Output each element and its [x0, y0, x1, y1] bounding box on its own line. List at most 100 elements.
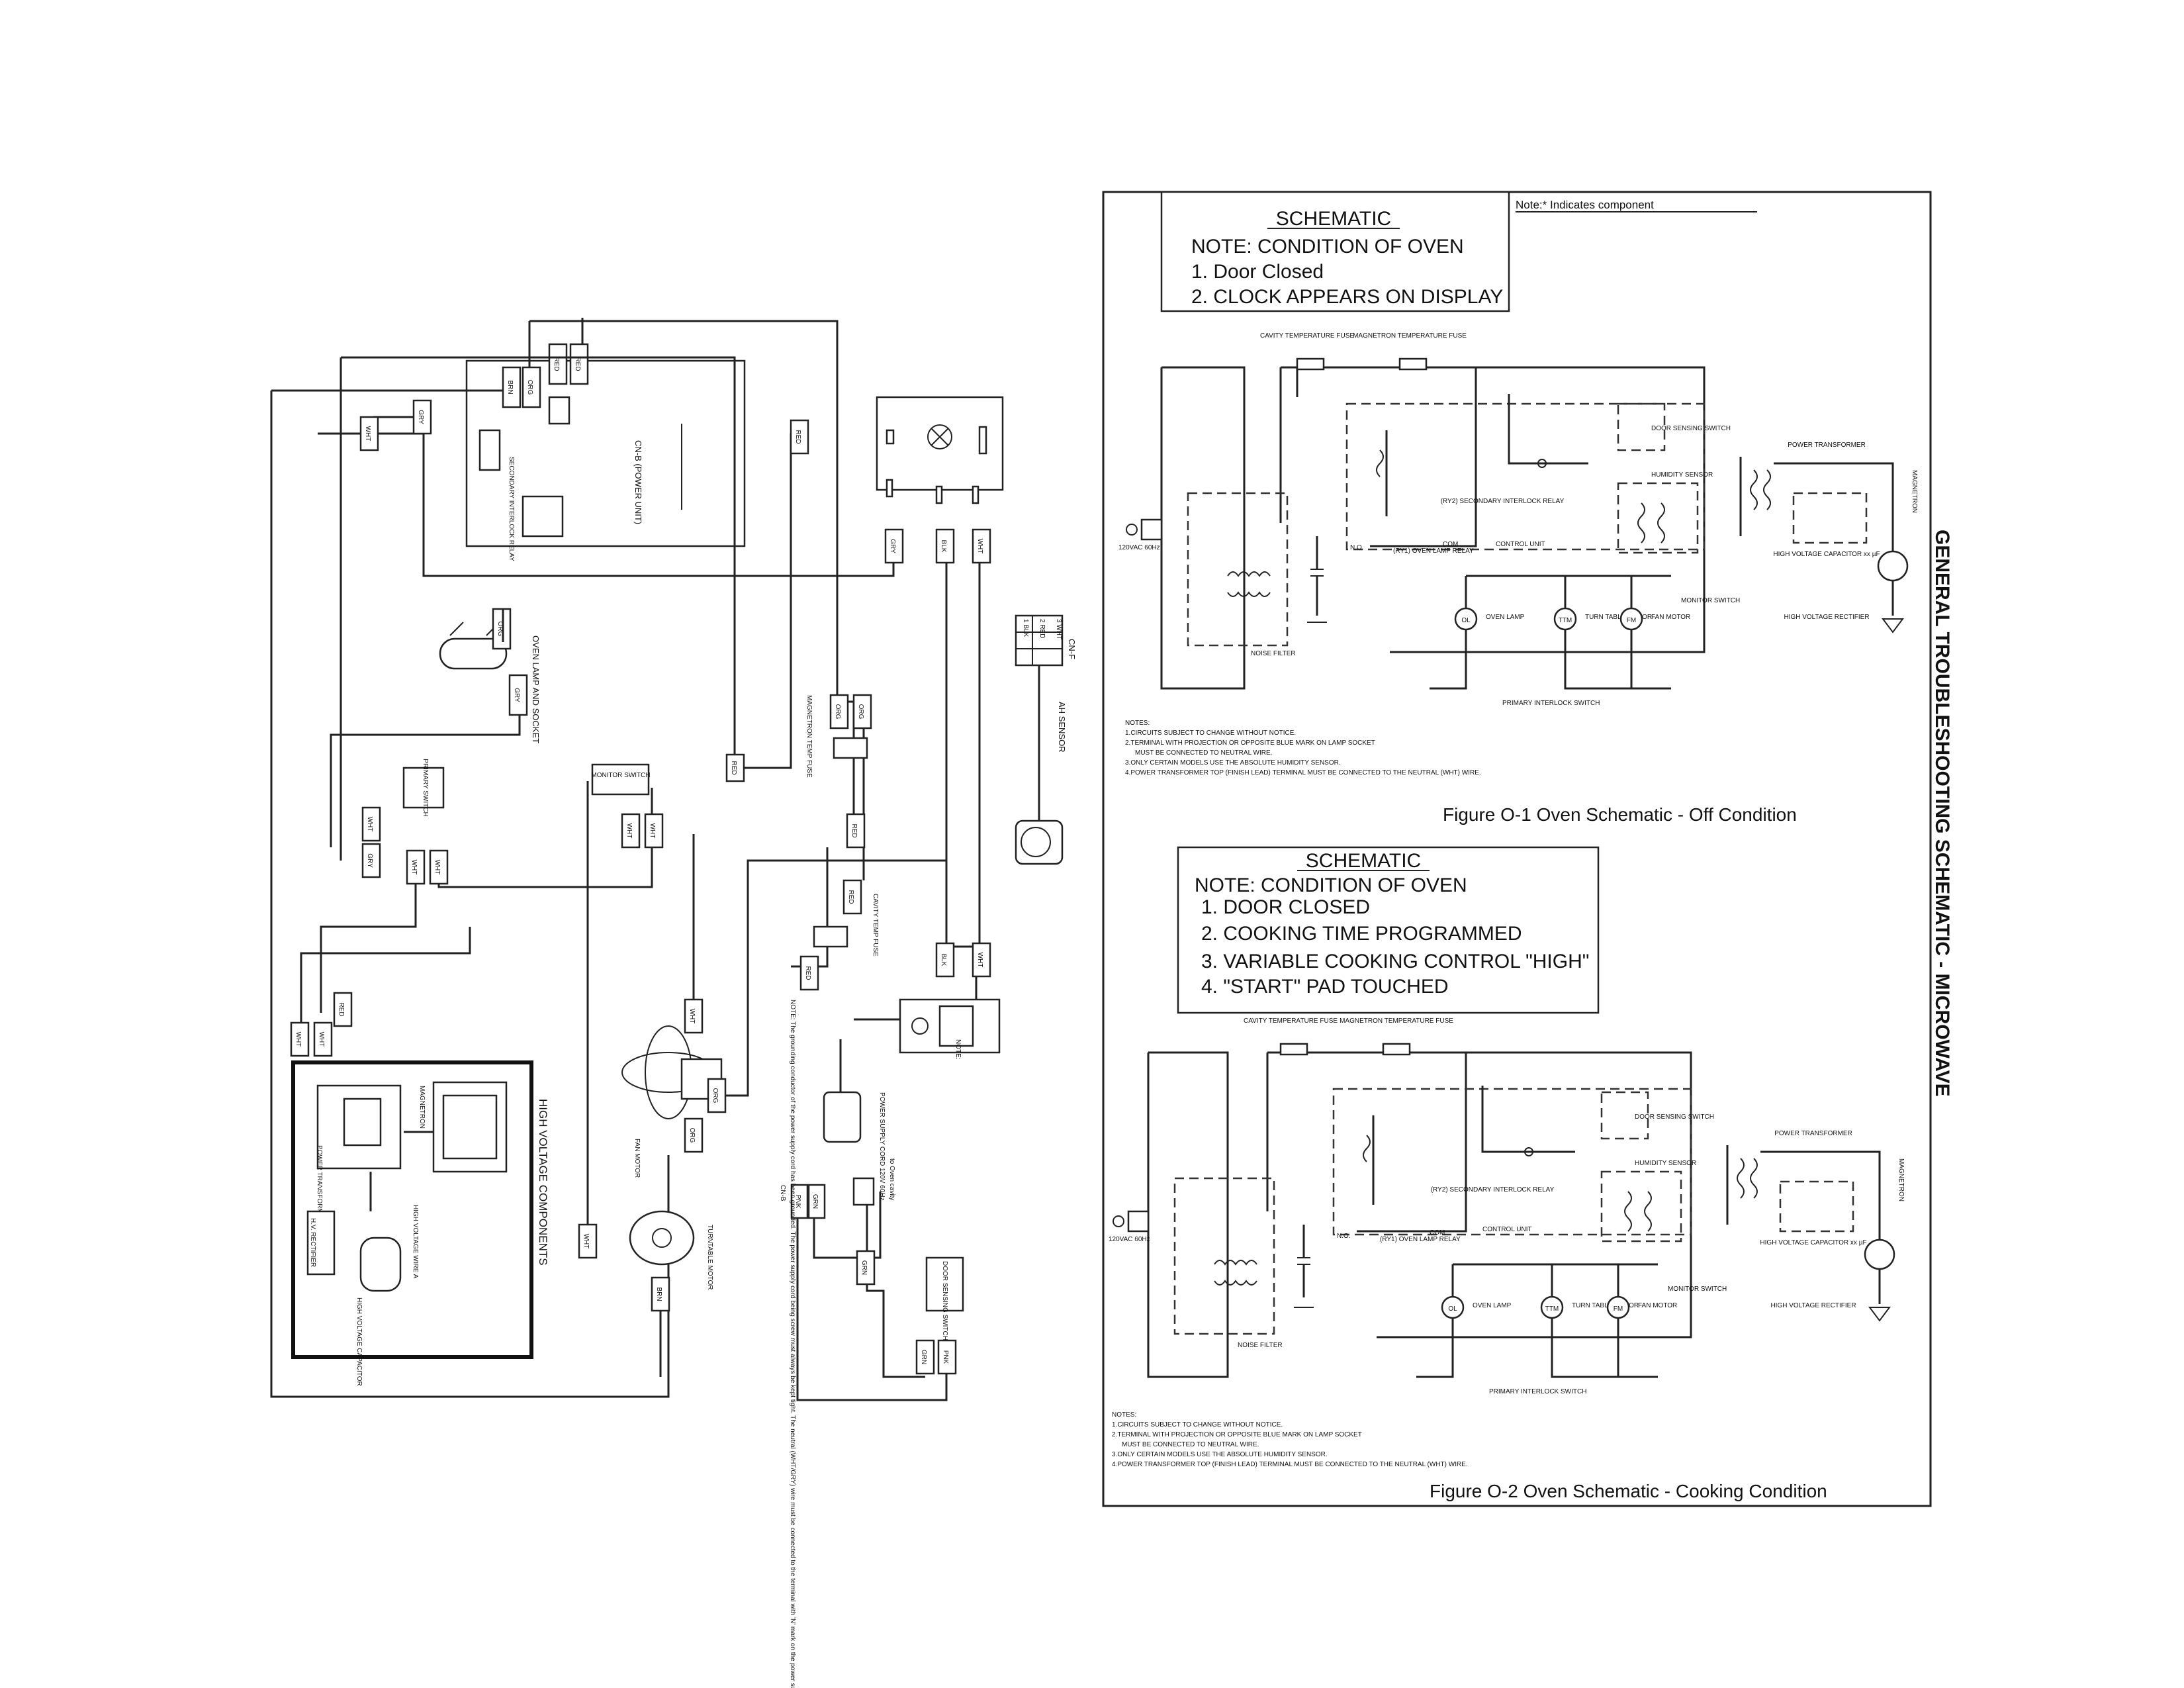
cord-note: NOTE: — [954, 1039, 962, 1060]
cavity-temp-fuse-label: CAVITY TEMP FUSE — [872, 894, 879, 957]
fig2-hv-cap-label: HIGH VOLTAGE CAPACITOR xx µF — [1760, 1239, 1866, 1246]
fig1-note-box — [1160, 191, 1510, 312]
fig1-line-2: 2. CLOCK APPEARS ON DISPLAY — [1191, 286, 1503, 308]
fig1-note-2: 2.TERMINAL WITH PROJECTION OR OPPOSITE B… — [1125, 739, 1375, 747]
fig2-note-4: 3.ONLY CERTAIN MODELS USE THE ABSOLUTE H… — [1112, 1451, 1328, 1458]
svg-text:PNK: PNK — [794, 1195, 801, 1209]
fig2-no-label: N.O. — [1337, 1233, 1351, 1240]
fig2-note-box — [1177, 846, 1600, 1014]
magnetron: MAGNETRON — [418, 1081, 508, 1173]
fig2-control-unit-label: CONTROL UNIT — [1482, 1226, 1532, 1233]
svg-text:GRN: GRN — [811, 1194, 819, 1209]
magnetron-temp-fuse: ORG ORG MAGNETRON TEMP FUSE RED — [805, 694, 872, 849]
svg-text:WHT: WHT — [410, 860, 418, 875]
to-oven-cavity-label: to Oven cavity — [888, 1158, 895, 1200]
magnetron-label: MAGNETRON — [418, 1086, 426, 1129]
fig1-monitor-label: MONITOR SWITCH — [1681, 597, 1740, 604]
connector-brn — [502, 366, 522, 408]
fig2-box-title: SCHEMATIC — [1306, 850, 1421, 872]
fig1-note-1: 1.CIRCUITS SUBJECT TO CHANGE WITHOUT NOT… — [1125, 729, 1296, 737]
svg-text:ORG: ORG — [857, 704, 864, 720]
fan-motor: WHT ORG ORG FAN MOTOR — [621, 998, 727, 1178]
high-voltage-box — [291, 1060, 533, 1359]
fig2-line-2: 2. COOKING TIME PROGRAMMED — [1201, 923, 1522, 945]
svg-text:WHT: WHT — [582, 1234, 590, 1249]
fig1-hv-rectifier-label: HIGH VOLTAGE RECTIFIER — [1784, 614, 1869, 621]
fig1-notes-title: NOTES: — [1125, 720, 1150, 727]
svg-text:WHT: WHT — [366, 817, 373, 832]
svg-text:RED: RED — [794, 430, 801, 444]
fig2-primary-label: PRIMARY INTERLOCK SWITCH — [1489, 1388, 1586, 1395]
fig2-hv-rectifier-label: HIGH VOLTAGE RECTIFIER — [1770, 1302, 1856, 1309]
fig1-magnetron-fuse-label: MAGNETRON TEMPERATURE FUSE — [1353, 332, 1467, 340]
fig1-noise-filter-label: NOISE FILTER — [1251, 650, 1296, 657]
fig2-turntable-motor — [1540, 1295, 1564, 1319]
fig1-cavity-fuse — [1296, 357, 1325, 371]
svg-text:RED: RED — [338, 1002, 345, 1016]
fig1-note-3: MUST BE CONNECTED TO NEUTRAL WIRE. — [1135, 749, 1272, 757]
cnf-pin-2: 2 RED — [1038, 619, 1046, 638]
fig2-monitor-label: MONITOR SWITCH — [1668, 1286, 1727, 1293]
fig2-humidity-label: HUMIDITY SENSOR — [1635, 1160, 1696, 1167]
svg-text:ORG: ORG — [526, 380, 533, 395]
fig1-hv-cap-label: HIGH VOLTAGE CAPACITOR xx µF — [1773, 551, 1880, 558]
fig1-no-label: N.O. — [1350, 544, 1364, 551]
svg-text:RED: RED — [553, 357, 560, 371]
power-supply-cord-label: POWER SUPPLY CORD 120V 60Hz — [878, 1092, 886, 1201]
hv-capacitor: H.V. RECTIFIER HIGH VOLTAGE WIRE A HIGH … — [306, 1205, 419, 1386]
svg-text:BLK: BLK — [940, 540, 947, 553]
fig2-cavity-fuse-label: CAVITY TEMPERATURE FUSE — [1244, 1017, 1338, 1025]
fig1-turntable-motor — [1553, 607, 1577, 631]
fig1-turntable-label: TURN TABLE MOTOR — [1585, 614, 1652, 621]
fig2-magnetron — [1864, 1239, 1895, 1270]
turntable-motor: BRN TURNTABLE MOTOR — [629, 1210, 713, 1312]
svg-text:RED: RED — [847, 890, 854, 904]
fig1-caption: Figure O-1 Oven Schematic - Off Conditio… — [1443, 804, 1797, 825]
svg-text:WHT: WHT — [433, 860, 441, 875]
relay-ry1 — [478, 429, 501, 471]
fig2-noise-filter-label: NOISE FILTER — [1238, 1342, 1283, 1349]
fig1-note-4: 3.ONLY CERTAIN MODELS USE THE ABSOLUTE H… — [1125, 759, 1341, 767]
svg-text:WHT: WHT — [625, 823, 633, 839]
fig1-noise-filter — [1187, 492, 1289, 647]
fig2-humidity-sensor — [1600, 1170, 1682, 1243]
fig2-fm: FM — [1614, 1305, 1623, 1313]
high-voltage-title: HIGH VOLTAGE COMPONENTS — [537, 1099, 549, 1266]
hv-capacitor-label: HIGH VOLTAGE CAPACITOR — [355, 1297, 363, 1386]
power-transformer: POWER TRANSFORMER — [316, 1084, 402, 1223]
fig2-note-2: 2.TERMINAL WITH PROJECTION OR OPPOSITE B… — [1112, 1431, 1362, 1438]
primary-switch-label: PRIMARY SWITCH — [422, 759, 429, 816]
svg-text:BRN: BRN — [506, 380, 514, 394]
fig2-magnetron-fuse — [1382, 1043, 1411, 1056]
connector-org — [522, 366, 541, 408]
schematic-frame — [1102, 191, 1932, 1507]
svg-text:WHT: WHT — [976, 539, 983, 554]
fig1-magnetron-fuse — [1398, 357, 1428, 371]
fig2-fan-motor — [1606, 1295, 1630, 1319]
power-supply-cord: POWER SUPPLY CORD 120V 60Hz — [823, 998, 1001, 1201]
svg-text:ORG: ORG — [496, 622, 504, 637]
fig2-magnetron-fuse-label: MAGNETRON TEMPERATURE FUSE — [1340, 1017, 1453, 1025]
primary-switch: PRIMARY SWITCH WHT GRY WHT WHT — [361, 759, 449, 885]
fig1-oven-lamp — [1454, 607, 1478, 631]
fig2-line-1: 1. DOOR CLOSED — [1201, 896, 1370, 918]
fig1-ol: OL — [1461, 617, 1471, 624]
fig2-hv-cap-box — [1779, 1180, 1854, 1233]
fig1-line-0: NOTE: CONDITION OF OVEN — [1191, 236, 1464, 258]
svg-text:BLK: BLK — [940, 954, 947, 966]
svg-text:RED: RED — [574, 357, 581, 371]
svg-text:WHT: WHT — [688, 1009, 696, 1024]
fig1-box-title: SCHEMATIC — [1276, 208, 1391, 230]
fig2-line-3: 3. VARIABLE COOKING CONTROL "HIGH" — [1201, 951, 1589, 972]
page-title: GENERAL TROUBLESHOOTING SCHEMATIC - MICR… — [1931, 530, 1953, 1097]
svg-text:WHT: WHT — [364, 426, 371, 442]
turntable-motor-label: TURNTABLE MOTOR — [706, 1225, 713, 1290]
svg-text:WHT: WHT — [976, 953, 983, 968]
svg-text:ORG: ORG — [688, 1128, 696, 1143]
hv-rectifier-label: H.V. RECTIFIER — [309, 1218, 316, 1267]
fig2-caption: Figure O-2 Oven Schematic - Cooking Cond… — [1430, 1481, 1827, 1501]
fig1-com-label: COM. — [1443, 541, 1460, 548]
fig2-transformer-label: POWER TRANSFORMER — [1774, 1130, 1852, 1137]
svg-text:GRN: GRN — [860, 1260, 868, 1275]
